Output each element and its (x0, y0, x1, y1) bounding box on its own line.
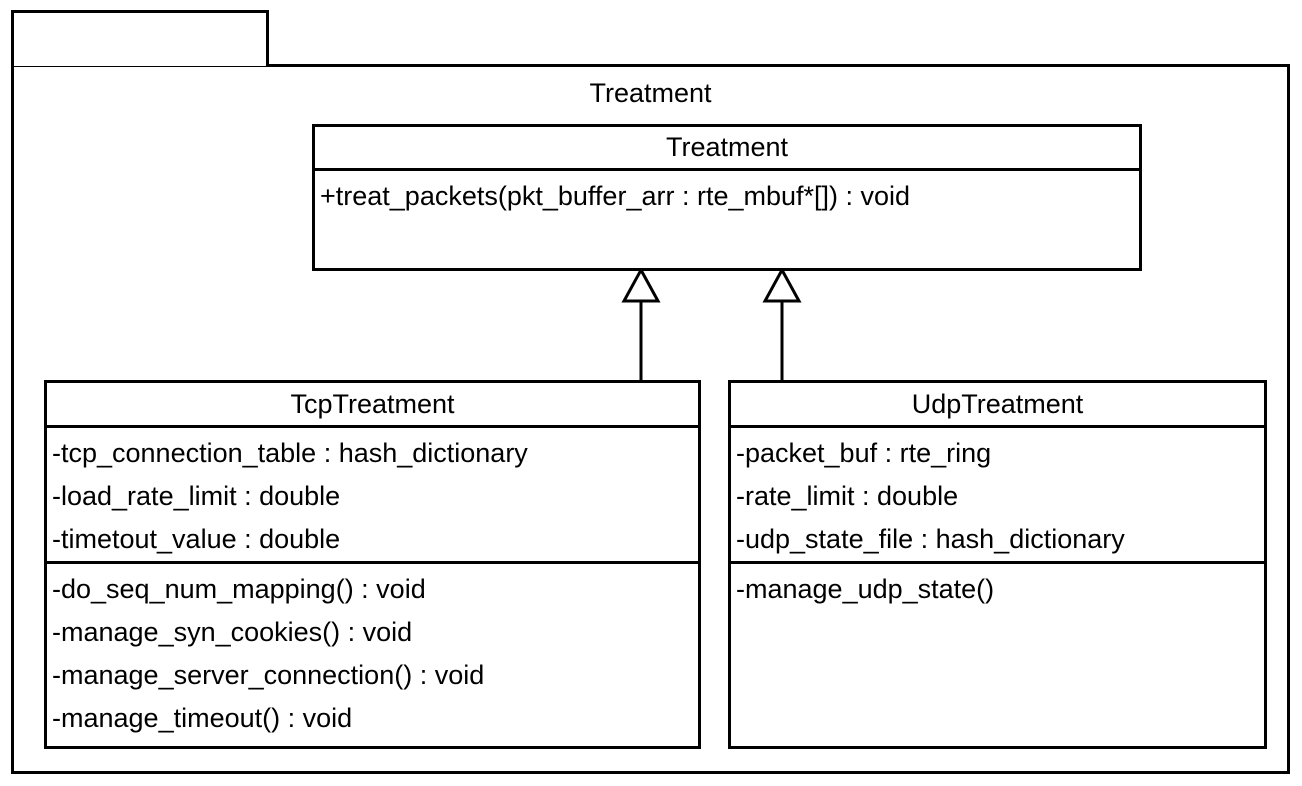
attribute-row: -packet_buf : rte_ring (736, 438, 992, 468)
attribute-row: -udp_state_file : hash_dictionary (736, 524, 1125, 554)
package-tab (11, 10, 269, 66)
class-name-treatment: Treatment (315, 127, 1139, 171)
attribute-row: -timetout_value : double (52, 524, 341, 554)
class-box-treatment[interactable]: Treatment +treat_packets(pkt_buffer_arr … (312, 124, 1142, 271)
class-box-udptreatment[interactable]: UdpTreatment -packet_buf : rte_ring -rat… (728, 380, 1267, 749)
class-box-tcptreatment[interactable]: TcpTreatment -tcp_connection_table : has… (44, 380, 701, 749)
class-operations-treatment: +treat_packets(pkt_buffer_arr : rte_mbuf… (315, 171, 1139, 271)
operation-row: -manage_server_connection() : void (52, 660, 485, 690)
operation-row: -manage_timeout() : void (52, 703, 353, 733)
class-name-udptreatment: UdpTreatment (731, 383, 1264, 428)
class-attributes-udptreatment: -packet_buf : rte_ring -rate_limit : dou… (731, 428, 1264, 561)
attribute-row: -load_rate_limit : double (52, 481, 341, 511)
class-operations-udptreatment: -manage_udp_state() (731, 561, 1264, 749)
class-attributes-tcptreatment: -tcp_connection_table : hash_dictionary … (47, 428, 698, 561)
operation-row: -manage_udp_state() (736, 574, 995, 604)
package-title: Treatment (589, 78, 712, 108)
generalization-tcp-to-treatment (618, 268, 664, 384)
attribute-row: -rate_limit : double (736, 481, 959, 511)
operation-row: -do_seq_num_mapping() : void (52, 574, 426, 604)
generalization-udp-to-treatment (759, 268, 805, 384)
attribute-row: -tcp_connection_table : hash_dictionary (52, 438, 528, 468)
operation-row: +treat_packets(pkt_buffer_arr : rte_mbuf… (320, 181, 911, 211)
class-operations-tcptreatment: -do_seq_num_mapping() : void -manage_syn… (47, 561, 698, 749)
class-name-tcptreatment: TcpTreatment (47, 383, 698, 428)
operation-row: -manage_syn_cookies() : void (52, 617, 413, 647)
